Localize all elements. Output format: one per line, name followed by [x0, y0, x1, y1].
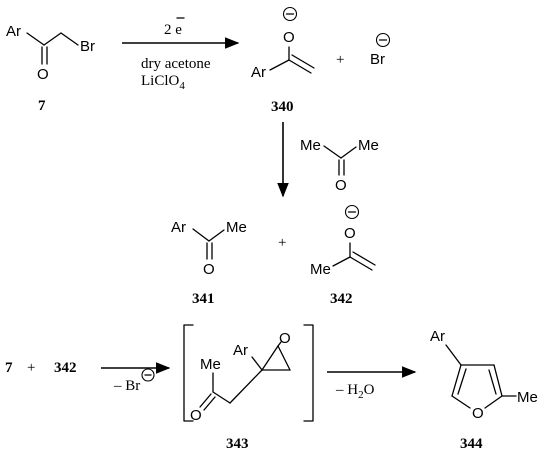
right-bracket [303, 324, 314, 422]
oxygen-label: O [190, 407, 202, 424]
oxygen-label: O [37, 66, 49, 83]
bromide-anion: Br [370, 32, 391, 68]
compound-number-344: 344 [460, 436, 483, 452]
plus-sign: + [278, 235, 286, 251]
compound-7-structure: Ar O Br [6, 23, 95, 83]
plus-sign: + [336, 52, 344, 68]
bromine-label: Br [370, 51, 385, 68]
electrons-label: 2 e [164, 22, 182, 38]
aryl-label: Ar [430, 328, 445, 345]
negative-charge-icon [141, 368, 155, 382]
bromine-label: Br [80, 38, 95, 55]
oxygen-label: O [203, 261, 215, 278]
compound-342-structure: O Me [310, 204, 376, 278]
electrolyte-label: LiClO4 [141, 73, 185, 92]
loss-of-bromide-label: – Br [113, 378, 140, 394]
left-bracket [183, 324, 194, 422]
methyl-label: Me [300, 137, 321, 154]
oxygen-label: O [344, 225, 356, 242]
compound-341-structure: Ar Me O [171, 219, 247, 278]
plus-sign: + [27, 360, 35, 376]
compound-number-343: 343 [226, 436, 249, 452]
compound-number-342: 342 [330, 291, 353, 307]
aryl-label: Ar [171, 219, 186, 236]
oxygen-label: O [335, 177, 347, 194]
aryl-label: Ar [233, 342, 248, 359]
aryl-label: Ar [251, 64, 266, 81]
oxygen-label: O [279, 330, 291, 347]
compound-number-7: 7 [38, 98, 46, 114]
compound-343-structure: Me O Ar O [190, 330, 291, 424]
compound-number-340: 340 [271, 99, 294, 115]
compound-340-structure: O Ar [251, 6, 315, 81]
acetone-reagent: Me Me O [300, 137, 379, 194]
oxygen-label: O [283, 29, 295, 46]
methyl-label: Me [358, 137, 379, 154]
methyl-label: Me [310, 261, 331, 278]
aryl-label: Ar [6, 23, 21, 40]
solvent-label: dry acetone [141, 56, 211, 72]
compound-number-342: 342 [54, 360, 77, 376]
methyl-label: Me [517, 389, 538, 406]
loss-of-water-label: – H2O [335, 382, 375, 401]
compound-344-structure: Ar O Me [430, 328, 538, 422]
methyl-label: Me [200, 356, 221, 373]
oxygen-label: O [472, 405, 484, 422]
compound-number-341: 341 [192, 291, 215, 307]
compound-number-7: 7 [5, 360, 13, 376]
methyl-label: Me [226, 219, 247, 236]
